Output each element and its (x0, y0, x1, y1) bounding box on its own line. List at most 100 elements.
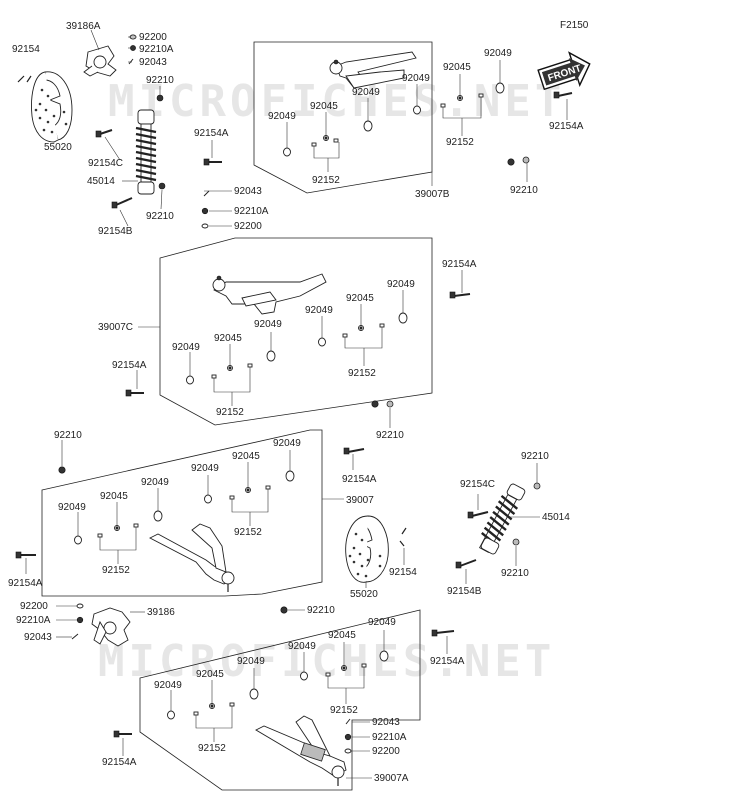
watermark-top: MICROFICHES.NET (108, 76, 566, 127)
label-92154C: 92154C (460, 479, 496, 490)
a-arm-39007A (255, 715, 347, 786)
label-92049: 92049 (273, 438, 301, 449)
label-92049: 92049 (58, 502, 86, 513)
box1-parts (283, 82, 505, 157)
brake-disc-55020-top (31, 71, 73, 143)
bolt-92154A-top (203, 158, 222, 166)
label-92154A: 92154A (102, 757, 137, 768)
figure-code: F2150 (560, 20, 589, 31)
label-92045: 92045 (196, 669, 224, 680)
label-45014: 45014 (542, 512, 570, 523)
a-arm-39007C (212, 273, 327, 315)
label-92049: 92049 (172, 342, 200, 353)
label-92043: 92043 (372, 717, 400, 728)
label-92210: 92210 (54, 430, 82, 441)
label-92043: 92043 (139, 57, 167, 68)
nut-92210-bottom (280, 606, 288, 614)
label-92154: 92154 (389, 567, 417, 578)
label-92045: 92045 (346, 293, 374, 304)
label-92210: 92210 (510, 185, 538, 196)
label-92043: 92043 (24, 632, 52, 643)
bolt-92154C-right (467, 511, 489, 519)
label-92043: 92043 (234, 186, 262, 197)
label-92049: 92049 (154, 680, 182, 691)
box3-bolts (15, 447, 365, 559)
label-39007: 39007 (346, 495, 374, 506)
label-92200: 92200 (372, 746, 400, 757)
label-92049: 92049 (237, 656, 265, 667)
bolt-92154B-top (111, 197, 133, 209)
front-arrow: FRONT (537, 51, 591, 91)
label-92154A: 92154A (8, 578, 43, 589)
label-92152: 92152 (330, 705, 358, 716)
label-39186A: 39186A (66, 21, 101, 32)
nut-92210-top-lower (158, 182, 166, 190)
label-92152: 92152 (198, 743, 226, 754)
label-92200: 92200 (20, 601, 48, 612)
label-92152: 92152 (234, 527, 262, 538)
a-arm-39007 (149, 523, 235, 592)
bolt-92154C-top (95, 129, 113, 138)
label-92154A: 92154A (430, 656, 465, 667)
label-92152: 92152 (216, 407, 244, 418)
label-92154B: 92154B (98, 226, 133, 237)
knuckle-39186A (83, 45, 117, 77)
bolt-92154A-right-3 (431, 629, 455, 637)
label-92045: 92045 (443, 62, 471, 73)
pin-92154-top-left (17, 75, 32, 83)
label-92210: 92210 (501, 568, 529, 579)
frame-39007B (253, 41, 433, 194)
label-92049: 92049 (254, 319, 282, 330)
label-92200: 92200 (139, 32, 167, 43)
label-92045: 92045 (310, 101, 338, 112)
label-92152: 92152 (348, 368, 376, 379)
label-92154: 92154 (12, 44, 40, 55)
label-92154A: 92154A (112, 360, 147, 371)
shock-absorber-45014-top (135, 109, 157, 195)
label-92154C: 92154C (88, 158, 124, 169)
nut-92210-right-top (533, 482, 541, 490)
label-92210: 92210 (146, 211, 174, 222)
frame-39007C (159, 237, 433, 426)
label-92049: 92049 (191, 463, 219, 474)
label-92210: 92210 (376, 430, 404, 441)
label-92200: 92200 (234, 221, 262, 232)
label-92049: 92049 (268, 111, 296, 122)
label-39007B: 39007B (415, 189, 450, 200)
brake-disc-55020-right (345, 515, 389, 583)
watermark-bottom: MICROFICHES.NET (98, 636, 556, 687)
label-92210: 92210 (307, 605, 335, 616)
hardware-mid-small (201, 190, 210, 229)
label-39186: 39186 (147, 607, 175, 618)
label-92049: 92049 (387, 279, 415, 290)
label-92049: 92049 (141, 477, 169, 488)
label-92210A: 92210A (234, 206, 269, 217)
label-92154A: 92154A (342, 474, 377, 485)
label-92154A: 92154A (549, 121, 584, 132)
label-92049: 92049 (288, 641, 316, 652)
label-92045: 92045 (100, 491, 128, 502)
label-39007C: 39007C (98, 322, 134, 333)
frame-39007 (41, 429, 323, 597)
bolt-92154B-right (455, 559, 477, 569)
label-92152: 92152 (312, 175, 340, 186)
label-92049: 92049 (402, 73, 430, 84)
label-92154A: 92154A (442, 259, 477, 270)
label-92045: 92045 (328, 630, 356, 641)
label-92049: 92049 (484, 48, 512, 59)
label-92210A: 92210A (16, 615, 51, 626)
hardware-lower-left (71, 603, 84, 640)
leader-lines (25, 29, 568, 779)
label-92049: 92049 (368, 617, 396, 628)
knuckle-39186 (91, 607, 131, 647)
box1-nut-bolt (507, 91, 573, 166)
label-92152: 92152 (102, 565, 130, 576)
label-92210A: 92210A (139, 44, 174, 55)
hardware-box4-small (344, 718, 352, 754)
label-45014: 45014 (87, 176, 115, 187)
label-92210A: 92210A (372, 732, 407, 743)
label-92049: 92049 (305, 305, 333, 316)
frame-39007A (139, 609, 421, 791)
